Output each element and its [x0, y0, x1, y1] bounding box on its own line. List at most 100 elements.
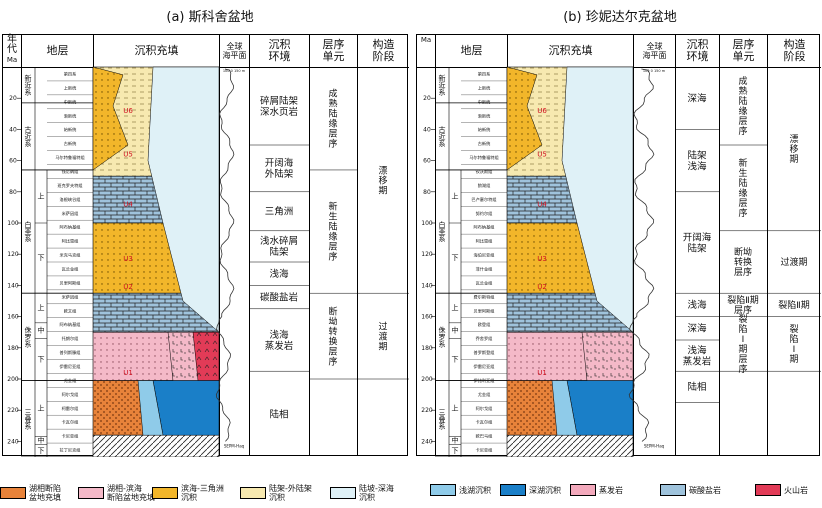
env-label-4-line: 深海	[687, 323, 707, 335]
age-tick-100: 100	[7, 220, 19, 227]
seq-label-4-line: 陷	[738, 323, 747, 335]
system-label-0: 新近系	[24, 74, 32, 96]
tect-header-b: 构造 阶段	[768, 35, 821, 68]
formation-label: 瓦兰金组	[476, 279, 493, 286]
env-label-6-line: 浅海	[269, 329, 289, 341]
formation-label: 欧登组	[478, 321, 491, 328]
seq-label-1-line: 陆	[328, 221, 337, 233]
fill-deep-lake	[566, 380, 634, 436]
formation-label: 第四系	[478, 70, 491, 77]
system-label-4: 三叠系	[24, 408, 32, 429]
series-label-2: 上	[38, 303, 45, 312]
tect-col-a: 构造 阶段	[357, 35, 409, 455]
tect-label-3-line: 裂	[789, 324, 798, 335]
seq-label-1-line: 序	[328, 251, 337, 263]
formation-label: 阿布纳基组	[60, 321, 81, 328]
env-header-a: 沉积 环境	[250, 35, 309, 68]
seq-label-1-line: 层	[328, 242, 337, 253]
age-tick-220: 220	[7, 407, 19, 414]
formation-label: 瓦兰金组	[62, 265, 79, 272]
formation-label: 卡瓦尔组	[476, 419, 493, 426]
unconformity-label-U5: U5	[123, 150, 133, 158]
seq-label-0-line: 成	[738, 75, 747, 87]
env-label-6-line: 陆相	[687, 381, 706, 393]
age-tick-240: 240	[421, 438, 433, 445]
legend-label: 滨海-三角洲 沉积	[181, 484, 224, 502]
env-label-4-line: 浅海	[269, 268, 289, 280]
age-tick-20: 20	[423, 95, 431, 102]
sea-level-curve	[628, 68, 655, 442]
series-label-4: 下	[452, 356, 459, 364]
formation-label: 贝里阿斯组	[474, 307, 495, 314]
legend-swatch	[152, 487, 178, 499]
env-label-3-line: 陆架	[269, 246, 289, 258]
env-label-3-line: 浅水碎屑	[260, 235, 298, 247]
formation-label: 始新统	[64, 126, 77, 133]
formation-label: 伊雷尼亚组	[60, 363, 81, 370]
age-tick-20: 20	[9, 95, 17, 102]
tect-label-3-line: Ⅰ	[793, 345, 796, 355]
age-label-a: 年代	[7, 34, 17, 55]
seq-label-4-line: 序	[738, 363, 747, 375]
tect-label-0-line: 移	[378, 174, 387, 186]
formation-label: 努约尔组	[476, 210, 493, 217]
tect-label-1-line: 过	[378, 320, 387, 332]
seq-label-4-line: 期	[738, 344, 747, 355]
formation-label: 上新统	[478, 84, 491, 91]
legend-item-4: 陆坡-深海 沉积	[330, 484, 394, 502]
formation-label: 钦沃斯组	[476, 168, 493, 175]
formation-label: 阿比恩组	[62, 238, 79, 245]
sea-header-a: 全球 海平面	[220, 35, 249, 68]
seq-label-0-line: 层	[738, 116, 747, 127]
system-label-2: 白垩系	[24, 220, 32, 242]
legend-item-2: 滨海-三角洲 沉积	[152, 484, 224, 502]
seq-label-4-line: 层	[738, 354, 747, 365]
seq-label-1-line: 序	[738, 207, 747, 219]
formation-label: 钱尼纳组	[62, 168, 79, 175]
fill-unit-hatch	[506, 434, 634, 457]
formation-label: 贝里阿斯组	[60, 279, 81, 286]
series-label-0: 上	[38, 191, 45, 200]
env-label-5-line: 碳酸盐岩	[260, 291, 298, 303]
env-label-0-line: 碎屑陆架	[260, 95, 299, 107]
age-tick-120: 120	[7, 251, 19, 258]
unconformity-label-U2: U2	[123, 283, 133, 291]
sea-col-a: 全球 海平面	[219, 35, 249, 455]
tect-label-0-line: 期	[378, 185, 387, 196]
seq-label-3-line: 裂陷Ⅱ期	[727, 294, 758, 306]
legend-label: 湖相断陷 盆地充填	[29, 484, 61, 502]
env-label-2-line: 陆架	[687, 242, 707, 254]
formation-label: 费尔斯特组	[474, 293, 495, 300]
seq-label-0-line: 序	[738, 125, 747, 137]
formation-label: 中新统	[64, 98, 77, 105]
formation-label: 阿布纳基组	[474, 224, 495, 231]
formation-label: 托朗尔组	[62, 335, 79, 342]
strat-column-b: 20406080100120140160180200220240新近系古近系白垩…	[421, 66, 821, 457]
formation-label: 米萨因组	[62, 210, 79, 217]
legend-item-1: 湖相-滨海 断陷盆地充填	[78, 484, 155, 502]
tect-label-0-line: 移	[789, 143, 798, 155]
age-tick-180: 180	[421, 345, 433, 352]
formation-label: 普列斯滕组	[60, 349, 81, 356]
seq-label-1-line: 生	[328, 211, 337, 223]
sea-header-b: 全球 海平面	[634, 35, 675, 68]
seq-label-1-line: 缘	[738, 187, 747, 199]
tect-label-1-line: 渡	[378, 330, 387, 342]
series-label-6: 中	[38, 436, 45, 445]
formation-label: 阿比恩组	[476, 238, 493, 245]
legend-label: 湖相-滨海 断陷盆地充填	[107, 484, 155, 502]
strata-header-a: 地层	[22, 35, 93, 68]
legend-label: 火山岩	[784, 485, 808, 495]
age-tick-120: 120	[421, 251, 433, 258]
strata-header-b: 地层	[436, 35, 507, 68]
age-header-b: Ma	[417, 35, 435, 67]
age-tick-40: 40	[423, 126, 431, 133]
formation-label: 菲什金组	[476, 265, 493, 272]
legend-swatch	[430, 484, 456, 496]
series-label-3: 中	[38, 326, 45, 335]
seq-label-3-line: 层序	[734, 304, 752, 316]
legend-swatch	[330, 487, 356, 499]
formation-label: 乔舍罗组	[476, 335, 493, 342]
